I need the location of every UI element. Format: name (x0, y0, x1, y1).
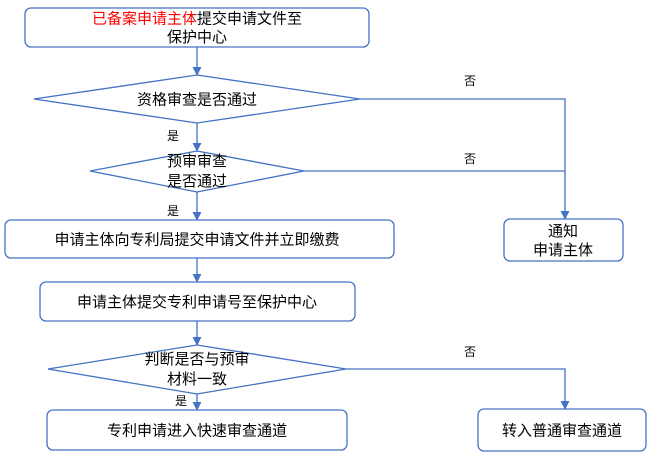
step3-box: 申请主体提交专利申请号至保护中心 (39, 281, 356, 322)
edge-label-yes-1: 是 (167, 129, 179, 143)
decision3-line2: 材料一致 (167, 370, 227, 388)
decision2-line2: 是否通过 (167, 172, 227, 190)
edge-label-no-1: 否 (464, 74, 476, 88)
notify-line1: 通知 (548, 222, 578, 240)
notify-box: 通知 申请主体 (503, 218, 624, 262)
decision2-line1: 预审审查 (167, 152, 227, 170)
edge-label-yes-3: 是 (175, 394, 187, 408)
connectors (192, 47, 570, 411)
ordinary-box: 转入普通审查通道 (477, 408, 647, 452)
step1-line2: 保护中心 (167, 28, 227, 46)
decision3-line1: 判断是否与预审 (144, 350, 249, 368)
ordinary-label: 转入普通审查通道 (502, 422, 622, 440)
step4-label: 专利申请进入快速审查通道 (107, 422, 287, 440)
decision3-diamond: 判断是否与预审 材料一致 (47, 344, 347, 395)
step1-line1-highlight: 已备案申请主体 (92, 10, 197, 28)
decision2-diamond: 预审审查 是否通过 (89, 150, 305, 193)
step2-label: 申请主体向专利局提交申请文件并立即缴费 (54, 231, 339, 249)
notify-line2: 申请主体 (533, 241, 593, 259)
step2-box: 申请主体向专利局提交申请文件并立即缴费 (4, 219, 395, 259)
step4-box: 专利申请进入快速审查通道 (46, 409, 348, 451)
edge-label-yes-2: 是 (167, 204, 179, 218)
svg-text:已备案申请主体提交申请文件至: 已备案申请主体提交申请文件至 (92, 10, 302, 28)
arrow-decision1-no (360, 98, 570, 220)
arrow-decision3-no (346, 368, 570, 410)
decision1-diamond: 资格审查是否通过 (33, 74, 361, 124)
decision1-label: 资格审查是否通过 (137, 91, 257, 109)
step1-line1-rest: 提交申请文件至 (197, 10, 302, 28)
edge-label-no-3: 否 (464, 345, 476, 359)
edge-label-no-2: 否 (464, 152, 476, 166)
step1-box: 已备案申请主体提交申请文件至 保护中心 (24, 7, 370, 48)
step3-label: 申请主体提交专利申请号至保护中心 (77, 293, 317, 311)
